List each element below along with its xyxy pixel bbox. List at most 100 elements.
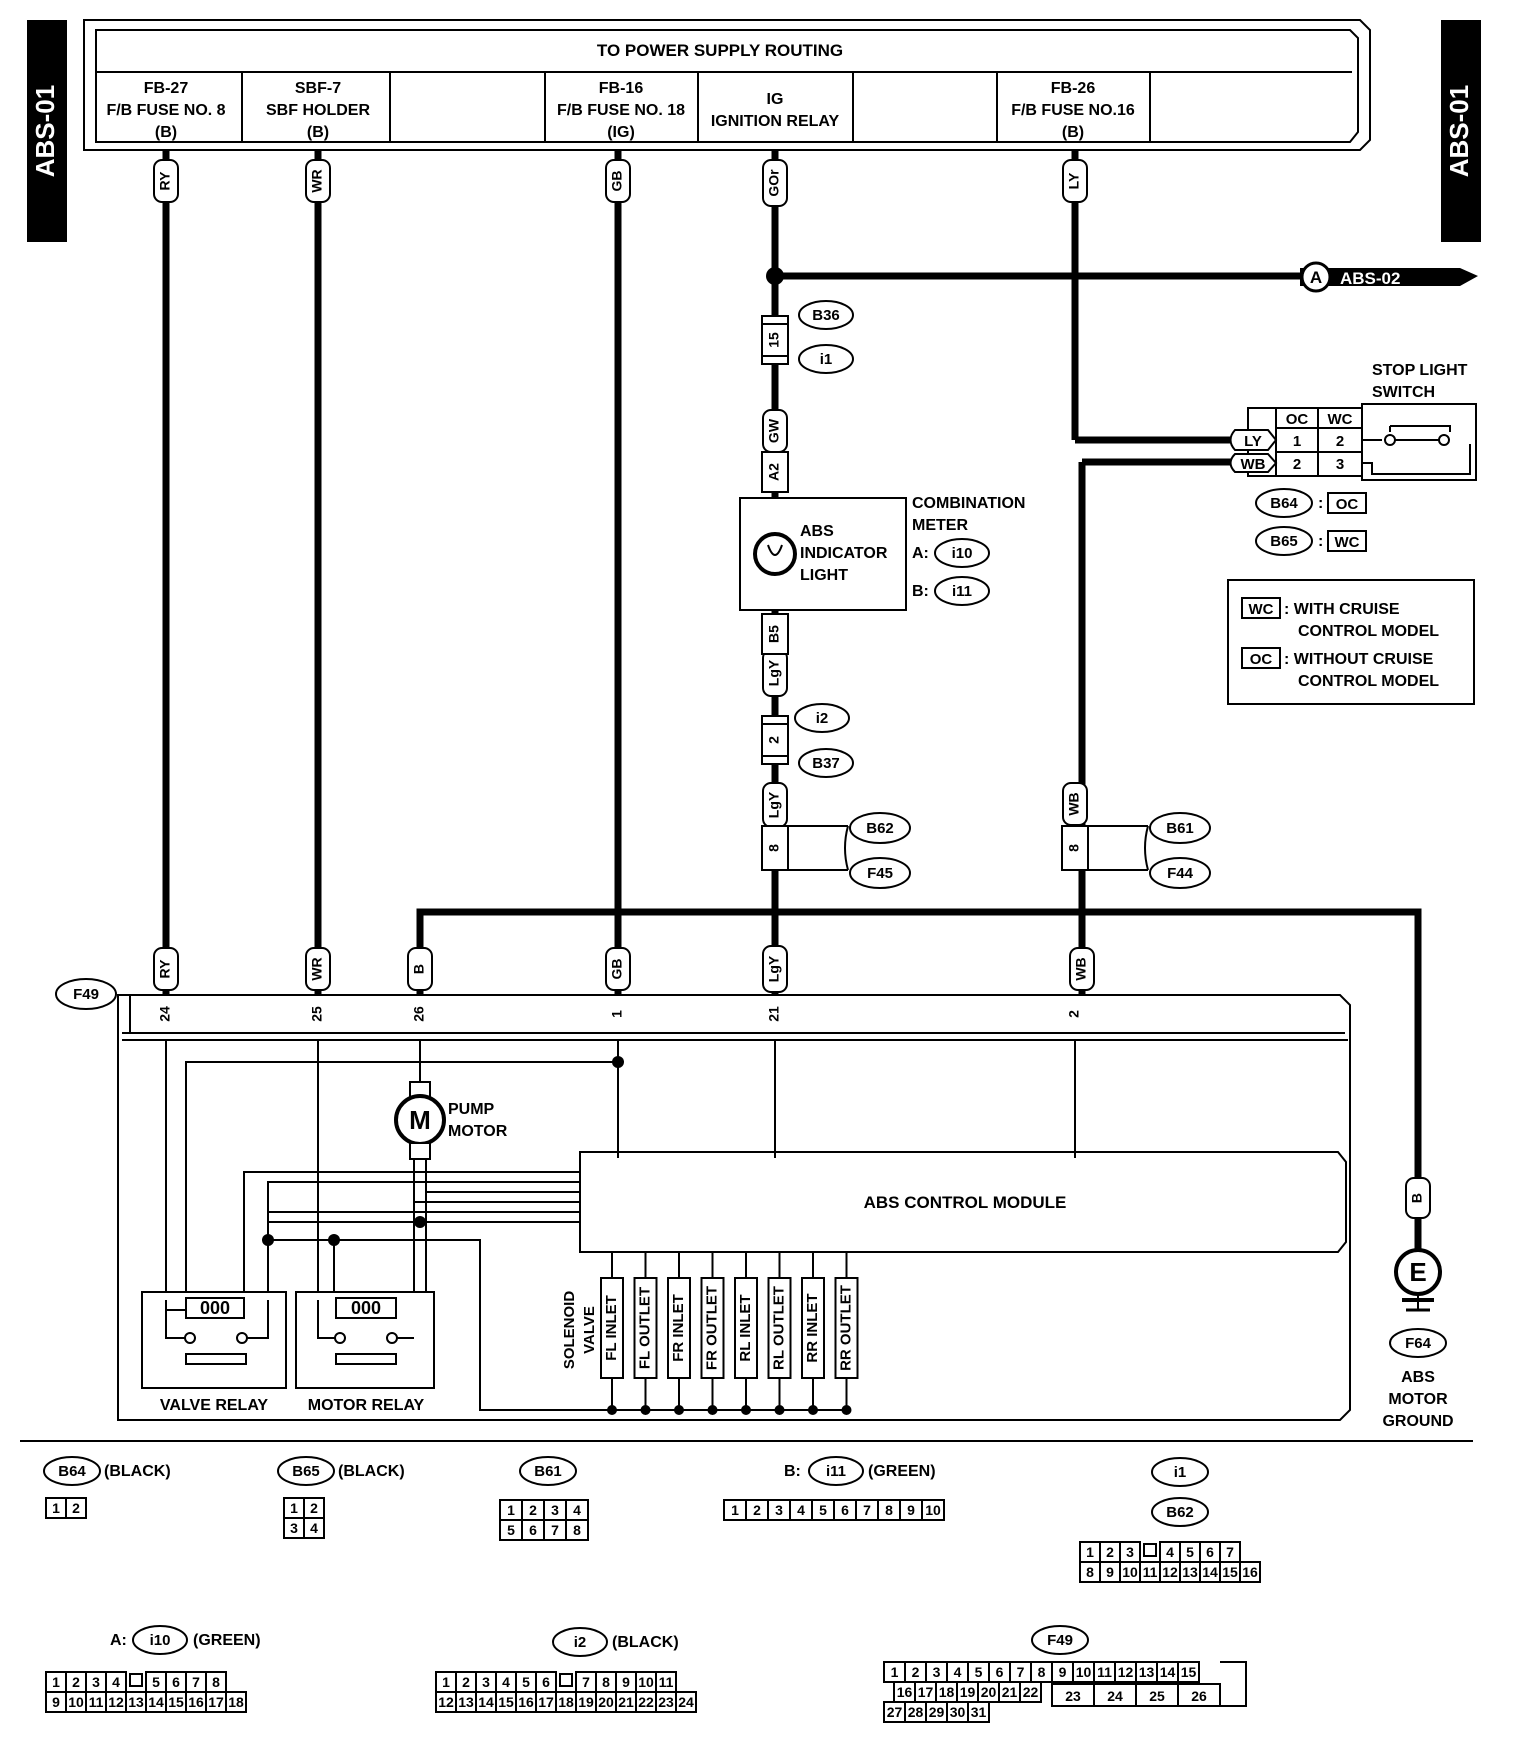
conn-f64-label: F64 bbox=[1405, 1335, 1432, 1352]
connector-i2-b37: 2 i2 B37 bbox=[761, 703, 854, 778]
wire-label-gb-top: GB bbox=[605, 159, 631, 203]
connector-pin: 24 bbox=[678, 1694, 694, 1710]
valve-relay-contact-icon bbox=[184, 1332, 196, 1344]
connector-pin: 7 bbox=[1226, 1544, 1234, 1560]
conn-b37-label: B37 bbox=[812, 755, 840, 772]
connector-pin: 14 bbox=[478, 1694, 494, 1710]
wire-label-wb-mid: WB bbox=[1062, 782, 1088, 826]
abs-02-reference: A ABS-02 bbox=[1300, 261, 1478, 293]
wire-label-gor-top: GOr bbox=[762, 159, 788, 207]
solenoid-valve: FR INLET bbox=[667, 1252, 691, 1415]
connector-pin: 21 bbox=[618, 1694, 634, 1710]
connector-pin: 7 bbox=[582, 1674, 590, 1690]
connector-pin: 24 bbox=[1107, 1688, 1123, 1704]
wire-label-wr-top: WR bbox=[305, 159, 331, 203]
conn-b65-label: B65 bbox=[1270, 533, 1298, 550]
connector-pin: 12 bbox=[108, 1694, 124, 1710]
f49-pin-21: 21 bbox=[766, 1006, 782, 1022]
view-b61: B61 bbox=[519, 1456, 577, 1486]
connector-pin: 5 bbox=[522, 1674, 530, 1690]
connector-pin: 2 bbox=[310, 1500, 318, 1516]
svg-text:WB: WB bbox=[1066, 792, 1082, 815]
connector-pin: 13 bbox=[1182, 1564, 1198, 1580]
connector-pin: 10 bbox=[1076, 1664, 1092, 1680]
connector-pin: 8 bbox=[573, 1522, 581, 1538]
connector-pin: 16 bbox=[518, 1694, 534, 1710]
ground-l2: MOTOR bbox=[1388, 1391, 1448, 1408]
connector-pin: 8 bbox=[1038, 1664, 1046, 1680]
pin-8-b62: 8 bbox=[766, 844, 782, 852]
abs-control-module: ABS CONTROL MODULE bbox=[579, 1151, 1347, 1253]
connector-pin: 17 bbox=[538, 1694, 554, 1710]
connector-pin: 12 bbox=[1162, 1564, 1178, 1580]
conn-i10-label: i10 bbox=[952, 545, 973, 562]
solenoid-valve-label: FL INLET bbox=[603, 1295, 620, 1361]
legend-wc-key: WC bbox=[1249, 601, 1274, 618]
connector-pin: 1 bbox=[442, 1674, 450, 1690]
power-supply-header: TO POWER SUPPLY ROUTING FB-27 F/B FUSE N… bbox=[83, 19, 1371, 151]
combo-meter-title1: COMBINATION bbox=[912, 495, 1025, 512]
connector-pin: 1 bbox=[1086, 1544, 1094, 1560]
connector-pin: 10 bbox=[638, 1674, 654, 1690]
svg-text:WR: WR bbox=[309, 169, 325, 192]
connector-pin: 11 bbox=[659, 1674, 674, 1690]
connector-pin: 4 bbox=[797, 1502, 805, 1518]
valve-relay-label: VALVE RELAY bbox=[160, 1397, 269, 1414]
abs-motor-ground: E F64 ABS MOTOR GROUND bbox=[1382, 1218, 1454, 1430]
svg-text:GB: GB bbox=[609, 959, 625, 980]
pump-motor: M PUMP MOTOR bbox=[394, 1081, 508, 1160]
connector-pin: 16 bbox=[188, 1694, 204, 1710]
connector-pin: 6 bbox=[841, 1502, 849, 1518]
svg-text:A:: A: bbox=[110, 1632, 127, 1649]
switch-row2-oc: 2 bbox=[1293, 456, 1301, 473]
cruise-legend: WC : WITH CRUISE CONTROL MODEL OC : WITH… bbox=[1227, 579, 1475, 705]
connector-pin: 18 bbox=[228, 1694, 244, 1710]
connector-pin: 13 bbox=[1139, 1664, 1155, 1680]
svg-text:B:: B: bbox=[784, 1463, 801, 1480]
svg-text:i11: i11 bbox=[826, 1463, 846, 1480]
f49-pin-1: 1 bbox=[609, 1010, 625, 1018]
svg-text:LgY: LgY bbox=[766, 659, 782, 686]
f49-pin-25: 25 bbox=[309, 1006, 325, 1022]
b64-oc-key: OC bbox=[1336, 496, 1359, 513]
wire-label-ry-bottom: RY bbox=[153, 947, 179, 991]
pump-motor-l1: PUMP bbox=[448, 1101, 495, 1118]
solenoid-valve-label: FR OUTLET bbox=[703, 1286, 720, 1370]
connector-pin: 28 bbox=[908, 1704, 924, 1720]
solenoid-valve: RR OUTLET bbox=[834, 1252, 859, 1415]
connector-pin: 7 bbox=[551, 1522, 559, 1538]
connector-pin: 3 bbox=[1126, 1544, 1134, 1560]
fuse-fb16-name: F/B FUSE NO. 18 bbox=[557, 102, 685, 119]
fuse-sbf7-name: SBF HOLDER bbox=[266, 102, 370, 119]
svg-text:(BLACK): (BLACK) bbox=[338, 1463, 405, 1480]
motor-relay: 000 MOTOR RELAY bbox=[295, 1291, 435, 1414]
fuse-fb26-id: FB-26 bbox=[1051, 80, 1096, 97]
connector-pin: 6 bbox=[172, 1674, 180, 1690]
connector-pin: 8 bbox=[602, 1674, 610, 1690]
solenoid-valve: RR INLET bbox=[801, 1252, 825, 1415]
connector-pin: 9 bbox=[1059, 1664, 1067, 1680]
abs-module-title: ABS CONTROL MODULE bbox=[864, 1193, 1067, 1212]
abs-02-letter: A bbox=[1310, 268, 1322, 287]
connector-pin: 1 bbox=[52, 1674, 60, 1690]
connector-pin: 17 bbox=[918, 1684, 934, 1700]
connector-pin: 11 bbox=[1097, 1664, 1112, 1680]
svg-text:F49: F49 bbox=[1047, 1632, 1073, 1649]
fuse-fb27-type: (B) bbox=[155, 124, 177, 141]
fuse-fb26-name: F/B FUSE NO.16 bbox=[1011, 102, 1135, 119]
connector-pin: 9 bbox=[907, 1502, 915, 1518]
pin-8-b61: 8 bbox=[1066, 844, 1082, 852]
f49-pin-24: 24 bbox=[157, 1006, 173, 1022]
connector-pin: 3 bbox=[933, 1664, 941, 1680]
connector-pin: 11 bbox=[1143, 1564, 1158, 1580]
abs-module-outline: F49 24 25 26 1 21 2 bbox=[55, 978, 1351, 1421]
ground-l1: ABS bbox=[1401, 1369, 1435, 1386]
combo-meter-title2: METER bbox=[912, 517, 968, 534]
wc-header: WC bbox=[1328, 411, 1353, 428]
conn-i1-label: i1 bbox=[820, 351, 833, 368]
